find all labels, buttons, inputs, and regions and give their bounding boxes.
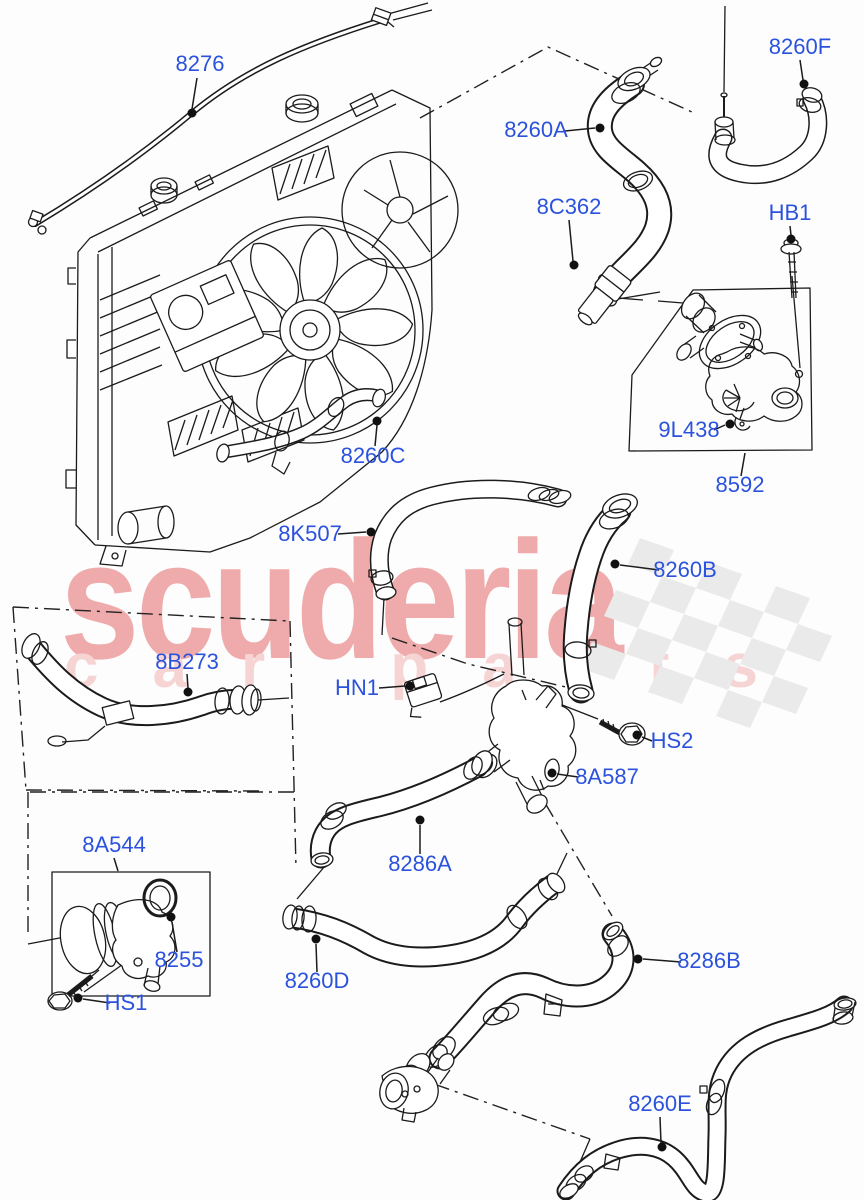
thermostat-housing-8592-drawing xyxy=(628,287,813,452)
part-label-8260a[interactable]: 8260A xyxy=(504,117,568,142)
checkered-flag-watermark xyxy=(580,538,832,728)
clip-hn1-drawing xyxy=(403,673,443,718)
hose-8260c-drawing xyxy=(216,388,386,475)
hose-8260e-drawing xyxy=(557,997,857,1200)
part-label-8286a[interactable]: 8286A xyxy=(388,851,452,876)
hose-8260b-drawing xyxy=(564,493,638,703)
part-label-8276[interactable]: 8276 xyxy=(176,51,225,76)
part-label-hb1[interactable]: HB1 xyxy=(769,200,812,225)
label-leader-lines xyxy=(73,59,809,1152)
water-outlet-8a587-drawing xyxy=(474,617,577,814)
part-label-8c362[interactable]: 8C362 xyxy=(537,194,602,219)
part-label-8260e[interactable]: 8260E xyxy=(628,1091,692,1116)
sensor-8c362-drawing xyxy=(577,265,632,326)
hose-8286a-drawing xyxy=(310,750,493,868)
hose-8276-drawing xyxy=(27,7,395,235)
construction-lines xyxy=(12,46,693,1140)
part-label-8a587[interactable]: 8A587 xyxy=(575,764,639,789)
bolt-hs1-drawing xyxy=(47,969,100,1011)
radiator-fan-assembly-drawing xyxy=(65,89,459,567)
hose-8260f-drawing xyxy=(715,87,823,175)
part-label-8255[interactable]: 8255 xyxy=(155,947,204,972)
aux-pump-8a544-drawing xyxy=(51,871,211,997)
hose-8260d-drawing xyxy=(282,872,566,957)
part-label-9l438[interactable]: 9L438 xyxy=(658,417,719,442)
part-label-8260d[interactable]: 8260D xyxy=(285,968,350,993)
hose-8k507-drawing xyxy=(368,485,572,600)
part-label-8260b[interactable]: 8260B xyxy=(653,557,717,582)
hose-8286b-drawing xyxy=(379,921,633,1123)
part-label-8b273[interactable]: 8B273 xyxy=(155,649,219,674)
part-label-8260c[interactable]: 8260C xyxy=(341,443,406,468)
part-label-8286b[interactable]: 8286B xyxy=(677,948,741,973)
part-label-8592[interactable]: 8592 xyxy=(716,472,765,497)
part-label-hn1[interactable]: HN1 xyxy=(335,675,379,700)
part-label-hs2[interactable]: HS2 xyxy=(651,728,694,753)
hose-8b273-drawing xyxy=(21,633,262,747)
part-label-hs1[interactable]: HS1 xyxy=(105,990,148,1015)
part-number-labels: 8276 8260A 8260F 8C362 HB1 9L438 8592 82… xyxy=(82,34,831,1116)
part-label-8260f[interactable]: 8260F xyxy=(769,34,831,59)
watermark-brand-text: scuderia xyxy=(60,506,624,694)
part-label-8k507[interactable]: 8K507 xyxy=(278,521,342,546)
part-label-8a544[interactable]: 8A544 xyxy=(82,832,146,857)
bolt-hb1-drawing xyxy=(780,238,802,299)
